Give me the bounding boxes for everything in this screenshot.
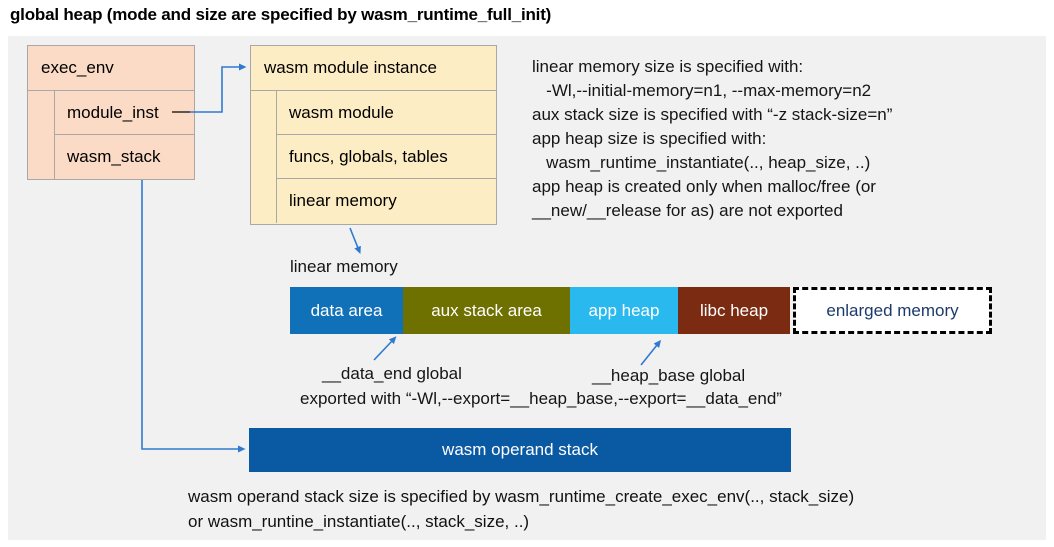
memory-size-notes: linear memory size is specified with: -W… — [532, 55, 892, 223]
operand-stack-notes: wasm operand stack size is specified by … — [188, 484, 854, 534]
linear-memory-bar: data area aux stack area app heap libc h… — [290, 287, 992, 334]
wasm-operand-stack-bar: wasm operand stack — [249, 428, 791, 472]
note-line: aux stack size is specified with “-z sta… — [532, 105, 893, 124]
diagram-title: global heap (mode and size are specified… — [10, 5, 552, 24]
segment-aux-stack-area: aux stack area — [403, 287, 570, 334]
note-line: __new/__release for as) are not exported — [532, 201, 843, 220]
row-linear-memory: linear memory — [276, 179, 496, 223]
note-line: -Wl,--initial-memory=n1, --max-memory=n2 — [532, 81, 872, 100]
linear-memory-caption: linear memory — [290, 257, 398, 276]
row-wasm-module: wasm module — [276, 91, 496, 135]
data-end-global-label: __data_end global — [322, 364, 462, 383]
note-line: app heap size is specified with: — [532, 129, 767, 148]
segment-libc-heap: libc heap — [678, 287, 790, 334]
exec-env-row-module-inst: module_inst — [54, 91, 194, 135]
wasm-module-instance-header: wasm module instance — [251, 46, 496, 91]
heap-base-global-label: __heap_base global — [592, 366, 746, 385]
note-line: app heap is created only when malloc/fre… — [532, 177, 876, 196]
exec-env-row-wasm-stack: wasm_stack — [54, 135, 194, 179]
footer-line: wasm operand stack size is specified by … — [188, 487, 855, 506]
exec-env-header: exec_env — [28, 46, 194, 91]
wasm-module-instance-rows: wasm module funcs, globals, tables linea… — [276, 91, 496, 223]
segment-enlarged-memory: enlarged memory — [793, 287, 992, 334]
export-flags-label: exported with “-Wl,--export=__heap_base,… — [300, 389, 782, 408]
segment-app-heap: app heap — [570, 287, 678, 334]
note-line: linear memory size is specified with: — [532, 57, 804, 76]
exec-env-rows: module_inst wasm_stack — [54, 91, 194, 179]
row-funcs-globals-tables: funcs, globals, tables — [276, 135, 496, 179]
segment-data-area: data area — [290, 287, 403, 334]
note-line: wasm_runtime_instantiate(.., heap_size, … — [532, 153, 871, 172]
wasm-module-instance-box: wasm module instance wasm module funcs, … — [250, 45, 497, 225]
exec-env-box: exec_env module_inst wasm_stack — [27, 45, 195, 180]
footer-line: or wasm_runtine_instantiate(.., stack_si… — [188, 512, 530, 531]
wasm-operand-stack-label: wasm operand stack — [442, 440, 598, 459]
